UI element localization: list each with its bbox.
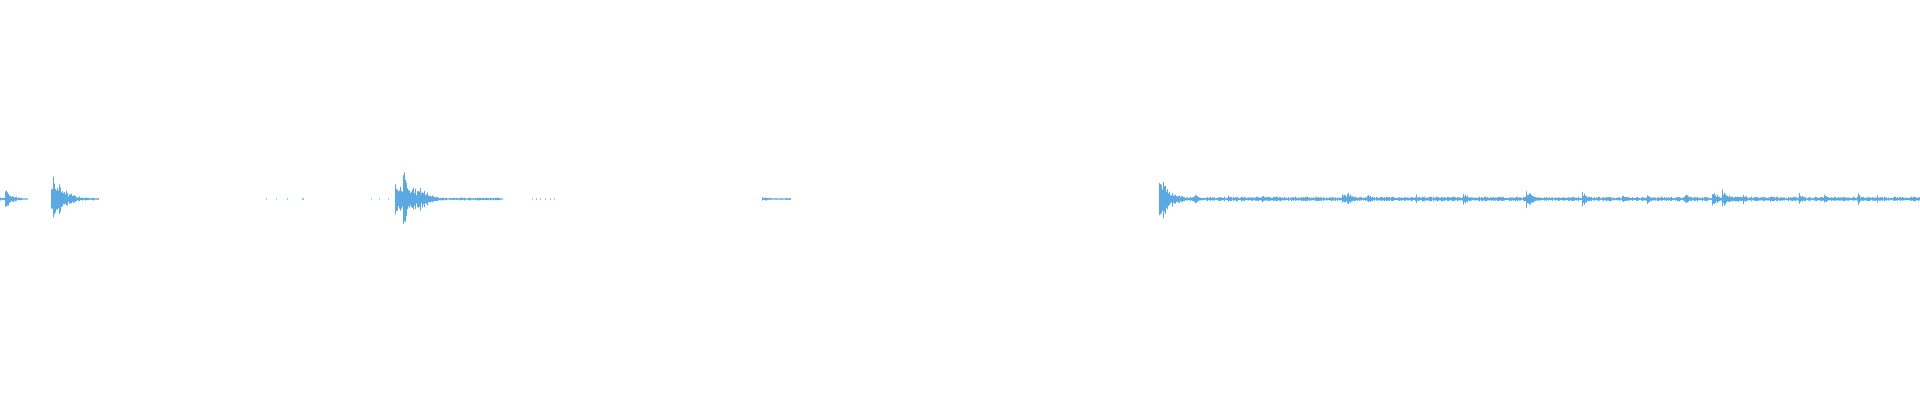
waveform-bars <box>0 172 1920 224</box>
